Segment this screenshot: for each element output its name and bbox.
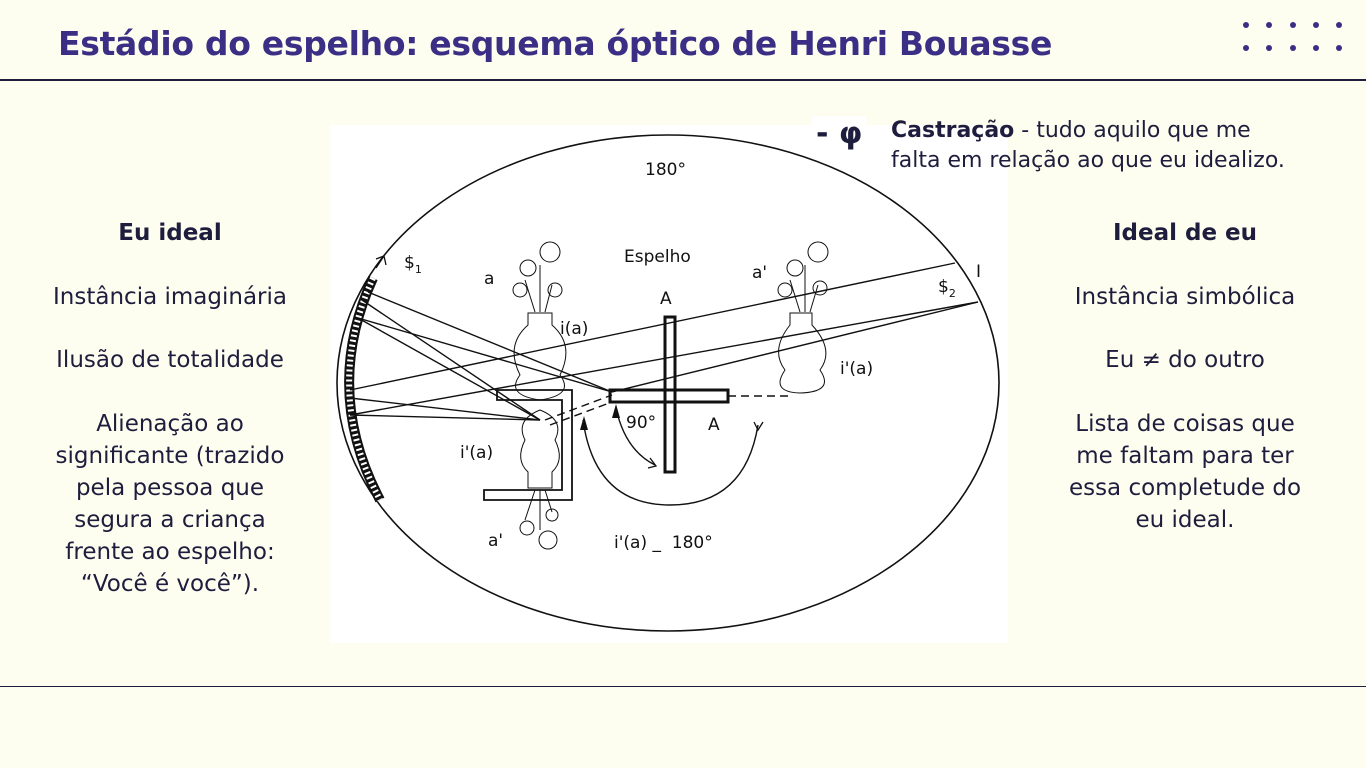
label-I: I: [976, 262, 981, 282]
castration-term: Castração: [891, 118, 1015, 143]
phi-symbol: - φ: [812, 116, 867, 151]
label-top-angle: 180°: [645, 160, 686, 180]
label-A-top: A: [660, 289, 672, 309]
eu-ideal-paragraph-line: frente ao espelho:: [65, 539, 275, 565]
label-s1: $1: [404, 253, 422, 276]
eu-ideal-line1: Instância imaginária: [53, 284, 287, 310]
label-i-prime-a-right: i'(a): [840, 359, 873, 379]
diagram-ellipse: [336, 134, 1000, 632]
ideal-de-eu-paragraph-line: eu ideal.: [1135, 507, 1235, 533]
vase-inverted: [519, 409, 560, 550]
ideal-de-eu-paragraph-line: essa completude do: [1068, 475, 1302, 501]
ideal-de-eu-line1: Instância simbólica: [1074, 284, 1296, 310]
eu-ideal-paragraph-line: pela pessoa que: [75, 475, 265, 501]
plane-mirror-vertical: [663, 315, 677, 474]
arrow-icon: [375, 255, 387, 269]
box-support: [483, 389, 573, 501]
label-ia: i(a): [560, 319, 588, 339]
label-i-prime-a-left: i'(a): [460, 443, 493, 463]
eu-ideal-heading: Eu ideal: [118, 220, 222, 246]
castration-definition: - tudo aquilo que me: [1014, 118, 1251, 143]
eu-ideal-paragraph-line: segura a criança: [74, 507, 266, 533]
label-s2: $2: [938, 277, 956, 300]
plane-mirror-horizontal: [608, 388, 730, 404]
arrow-icon: [647, 421, 764, 469]
header-divider: [0, 79, 1366, 81]
ideal-de-eu-heading: Ideal de eu: [1112, 220, 1258, 246]
eu-ideal-line2: Ilusão de totalidade: [56, 347, 284, 373]
eu-ideal-paragraph-line: Alienação ao: [96, 411, 244, 437]
slide-title: Estádio do espelho: esquema óptico de He…: [58, 24, 1053, 63]
label-a-prime-right: a': [752, 263, 767, 283]
castration-text: Castração - tudo aquilo que me falta em …: [891, 116, 1351, 176]
arrow-icon: [580, 404, 620, 430]
bouasse-optical-diagram: 180° Espelho a i(a) A a' $1 I $2 i'(a) 9…: [330, 125, 1008, 643]
ideal-de-eu-line2: Eu ≠ do outro: [1105, 347, 1265, 373]
decorative-dots: [1240, 19, 1350, 55]
vase-virtual-right: [777, 241, 829, 394]
castration-definition-cont: falta em relação ao que eu idealizo.: [891, 148, 1285, 173]
rotation-arc-180: [582, 419, 759, 506]
eu-ideal-paragraph-line: “Você é você”).: [80, 571, 260, 597]
label-espelho: Espelho: [624, 247, 691, 267]
ideal-de-eu-paragraph-line: Lista de coisas que: [1075, 411, 1295, 437]
label-A-right: A: [708, 415, 720, 435]
label-90: 90°: [626, 413, 656, 433]
label-a-prime-bottom: a': [488, 531, 503, 551]
label-bottom: i'(a) _ 180°: [614, 533, 713, 553]
footer-divider: [0, 686, 1366, 687]
ideal-de-eu-paragraph-line: me faltam para ter: [1076, 443, 1294, 469]
label-a: a: [484, 269, 494, 289]
eu-ideal-paragraph-line: significante (trazido: [55, 443, 285, 469]
